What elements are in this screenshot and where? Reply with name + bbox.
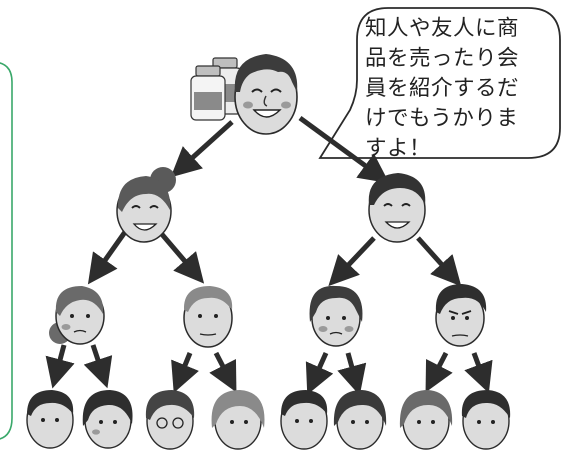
man-face-icon [435,284,487,347]
downline-face-icon [333,390,387,450]
downline-face-icon [399,390,453,450]
downline-face-icon [211,390,265,450]
speech-line-5: すよ！ [365,136,432,161]
downline-face-icon [280,390,328,450]
recruiter-face-icon [234,54,298,135]
speech-line-1: 知人や友人に商 [365,16,520,41]
downline-face-icon [145,390,195,450]
woman-face-icon [116,167,176,243]
speech-bubble [318,7,561,159]
downline-arrows [45,115,493,396]
downline-face-icon [82,390,133,449]
speech-line-3: 員を紹介するだ [365,76,520,101]
man-face-icon [183,286,233,348]
speech-bubble-text: 知人や友人に商 品を売ったり会 員を紹介するだ けでもうかりま すよ！ [365,14,555,164]
supplement-bottles-icon [190,57,243,121]
downline-face-icon [26,390,74,449]
woman-face-icon [309,285,363,347]
frame-border [0,62,13,440]
speech-line-4: けでもうかりま [365,106,519,131]
man-face-icon [368,173,426,243]
speech-line-2: 品を売ったり会 [365,46,520,71]
downline-face-icon [461,390,511,450]
woman-face-icon [49,286,105,345]
